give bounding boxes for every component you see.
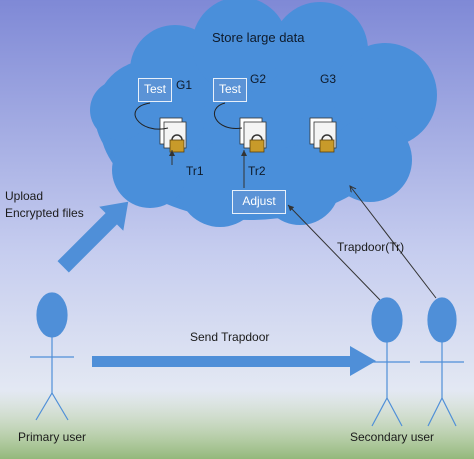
trapdoor-label-tr2: Tr2 xyxy=(248,164,266,178)
secondary-user-actor-2 xyxy=(420,297,464,427)
trapdoor-arrow xyxy=(350,186,437,299)
upload-arrow xyxy=(57,201,129,273)
ground-strip xyxy=(0,390,474,459)
send-trapdoor-label: Send Trapdoor xyxy=(190,330,270,344)
test-box-g1: Test xyxy=(138,78,172,102)
trapdoor-tr-label: Trapdoor(Tr) xyxy=(337,240,405,254)
group-label-g2: G2 xyxy=(250,72,267,86)
encrypted-file-icon-g3 xyxy=(309,117,337,153)
send-trapdoor-arrow xyxy=(92,346,376,376)
test-box-g2: Test xyxy=(213,78,247,102)
upload-label: Upload Encrypted files xyxy=(5,189,84,220)
secondary-to-cloud-line xyxy=(289,206,381,301)
test-loop-g1 xyxy=(134,102,169,130)
secondary-user-actor-1 xyxy=(364,297,410,427)
test-loop-g2 xyxy=(214,102,243,129)
primary-user-actor xyxy=(30,292,74,421)
encrypted-file-icon-g2 xyxy=(239,117,267,153)
adjust-box: Adjust xyxy=(232,190,286,214)
trapdoor-label-tr1: Tr1 xyxy=(186,164,204,178)
primary-user-label: Primary user xyxy=(18,430,87,444)
secondary-user-label: Secondary user xyxy=(350,430,435,444)
encrypted-file-icon-g1 xyxy=(159,117,187,153)
group-label-g3: G3 xyxy=(320,72,337,86)
group-label-g1: G1 xyxy=(176,78,193,92)
cloud-title: Store large data xyxy=(212,30,305,45)
